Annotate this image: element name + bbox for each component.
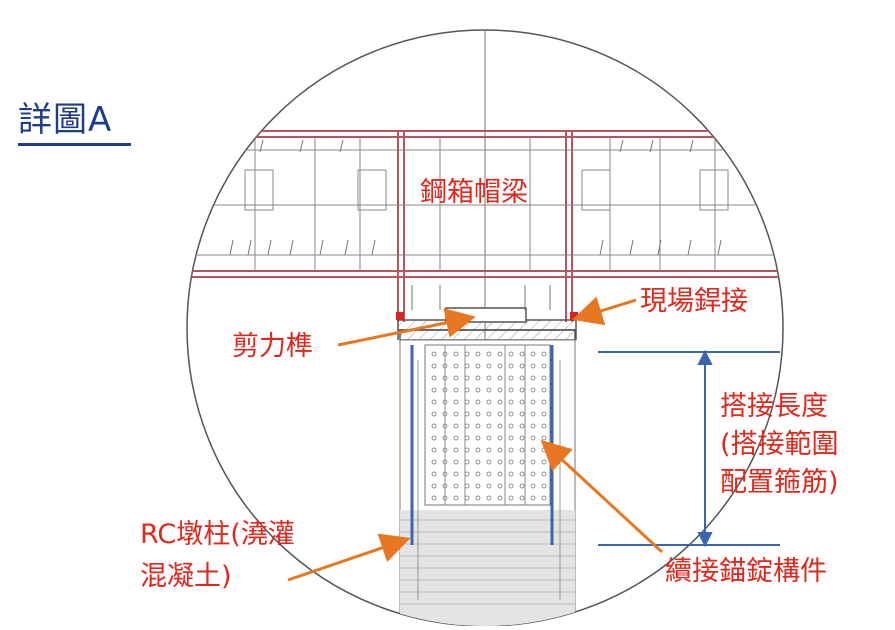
label-shear-key: 剪力榫	[232, 331, 313, 362]
label-lap-length-1: 搭接長度	[720, 391, 828, 422]
lap-length-dimension	[598, 349, 780, 548]
weld-mark-left	[396, 312, 404, 320]
title-underline	[18, 143, 131, 146]
base-plate	[397, 307, 577, 341]
leader-arrows	[287, 296, 664, 582]
label-splice-anchor: 續接錨錠構件	[665, 556, 827, 587]
drawing-content	[187, 30, 783, 626]
rc-pier-column	[399, 339, 576, 626]
label-lap-length-3: 配置箍筋)	[720, 467, 839, 498]
cap-beam-hatches	[229, 139, 722, 256]
detail-title: 詳圖A	[18, 100, 113, 140]
label-field-weld: 現場銲接	[640, 286, 748, 317]
label-rc-pier-2: 混凝土)	[140, 561, 232, 592]
label-lap-length-2: (搭接範圍	[720, 429, 839, 460]
label-steel-box-cap-beam: 鋼箱帽梁	[420, 177, 528, 208]
weld-mark-right	[570, 312, 578, 320]
label-rc-pier-1: RC墩柱(澆灌	[140, 519, 295, 550]
